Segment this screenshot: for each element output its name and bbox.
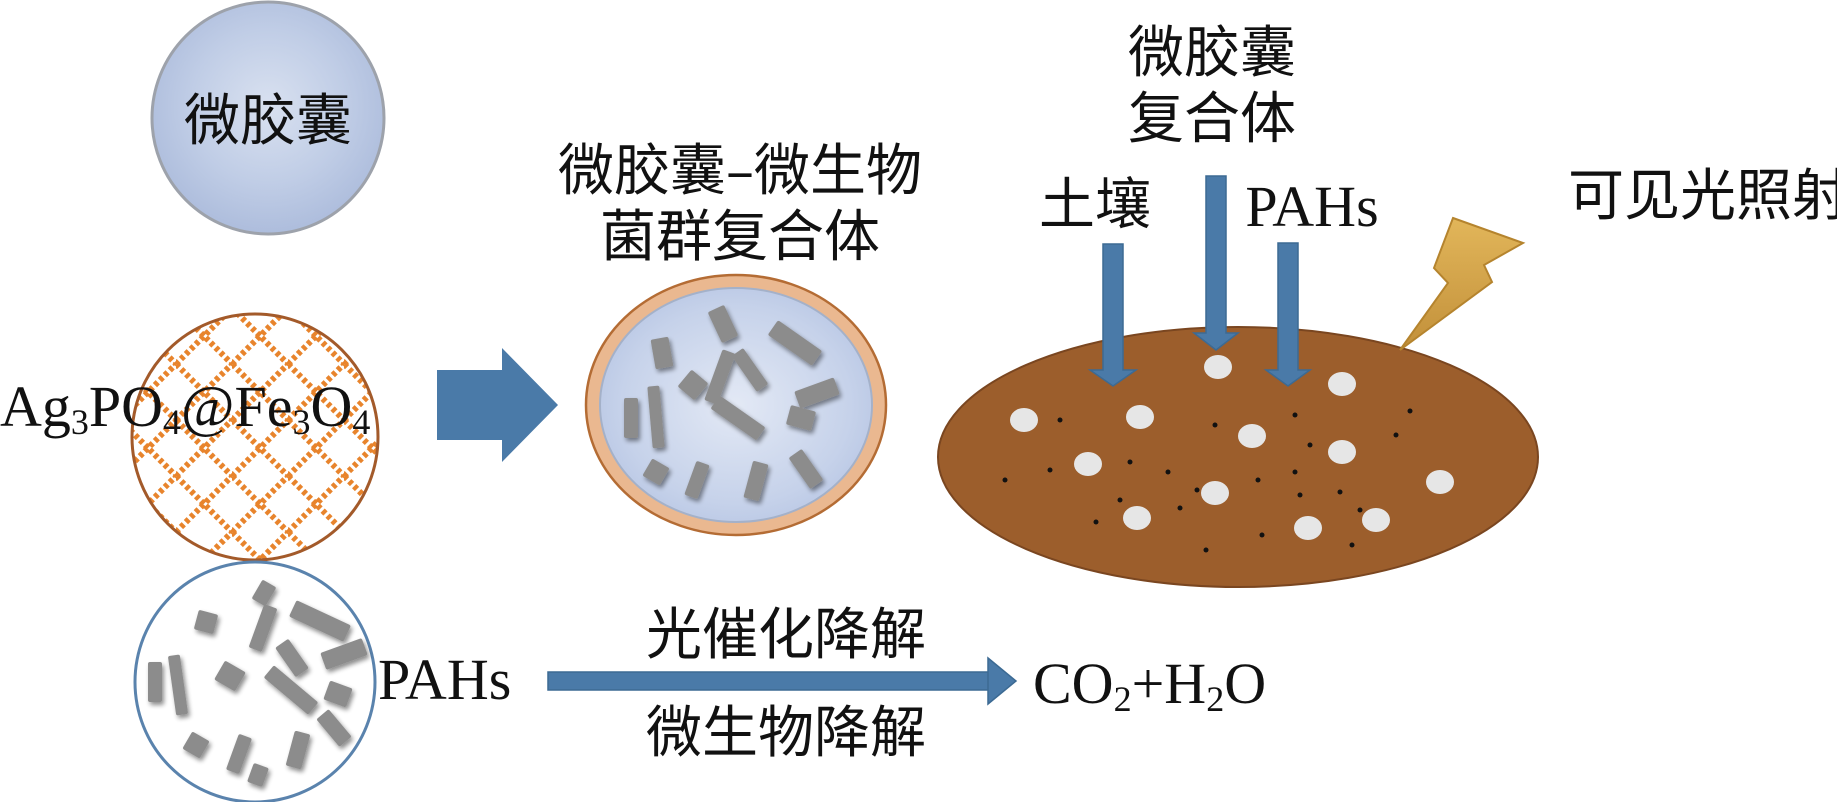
catalyst-lattice-icon	[130, 312, 380, 562]
microcapsule-sphere-icon: 微胶囊	[150, 0, 386, 236]
pahs-top-label: PAHs	[1245, 174, 1378, 239]
capsule-bacteria-composite-icon	[584, 273, 888, 537]
catalyst-formula: Ag3PO4@Fe3O4	[0, 374, 370, 442]
soil-ellipse-icon	[937, 326, 1539, 588]
lightning-bolt-icon	[1399, 216, 1526, 351]
microcapsule-label: 微胶囊	[184, 89, 352, 154]
visible-light-label: 可见光照射	[1568, 164, 1837, 229]
degradation-arrow	[547, 656, 1018, 706]
input-arrows	[1087, 175, 1313, 387]
product-formula: CO2+H2O	[1033, 651, 1266, 719]
capsule-down-arrow	[1191, 175, 1241, 351]
pahs-down-arrow	[1263, 242, 1313, 387]
bacteria-colony-icon	[133, 560, 377, 802]
mc-complex-label-line2: 复合体	[1128, 87, 1296, 152]
soil-down-arrow	[1087, 243, 1139, 387]
assembly-arrow	[437, 348, 558, 462]
soil-pah-dots	[1002, 408, 1413, 553]
soil-capsule-particles	[1010, 355, 1454, 540]
colony-bacteria-group	[148, 580, 368, 787]
mc-complex-label-line1: 微胶囊	[1128, 21, 1296, 86]
composite-bacteria-group	[624, 305, 840, 501]
composite-label-line1: 微胶囊–微生物	[558, 139, 922, 204]
microbial-label: 微生物降解	[646, 701, 926, 766]
pahs-bottom-label: PAHs	[378, 647, 511, 712]
photocatalytic-label: 光催化降解	[646, 603, 926, 668]
composite-label-line2: 菌群复合体	[600, 205, 880, 270]
soil-label: 土壤	[1039, 173, 1151, 238]
